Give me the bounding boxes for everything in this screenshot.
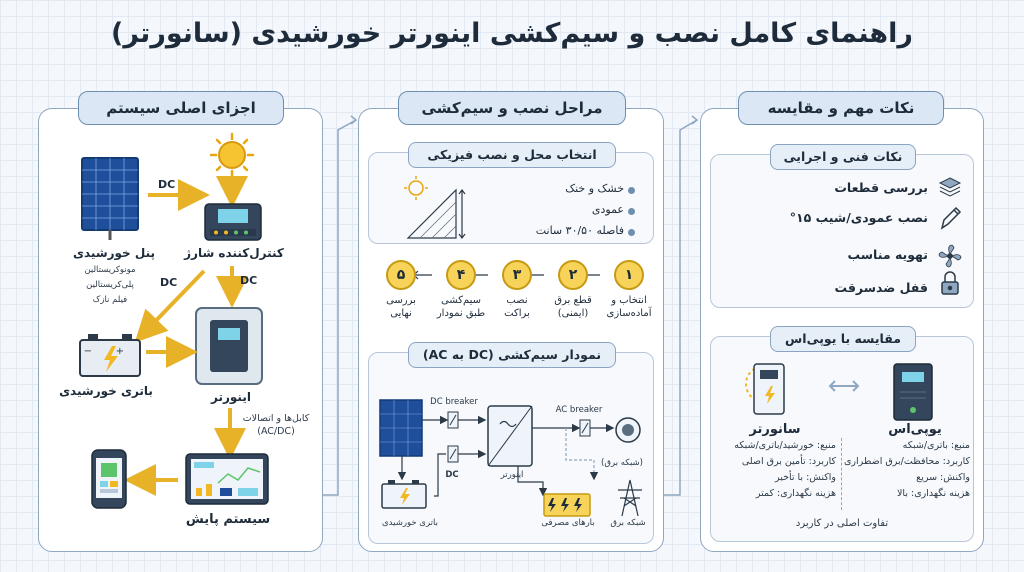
socket-icon — [615, 417, 641, 443]
wiring-heading: نمودار سیم‌کشی (DC به AC) — [408, 342, 616, 368]
components-diagram: − + — [79, 132, 269, 509]
step-3-badge: ۳ — [502, 260, 532, 290]
step-5-badge: ۵ — [386, 260, 416, 290]
ac-breaker-label: AC breaker — [555, 405, 603, 415]
step-4-badge: ۴ — [446, 260, 476, 290]
site-item-distance: فاصله ۳۰/۵۰ سانت — [535, 224, 624, 237]
page-title: راهنمای کامل نصب و سیم‌کشی اینورتر خورشی… — [111, 18, 913, 49]
compare-heading: مقایسه با یوپی‌اس — [770, 326, 916, 352]
battery-label: باتری خورشیدی — [59, 384, 153, 398]
dc-label-3: DC — [160, 276, 178, 289]
small-sun-icon — [404, 176, 428, 200]
step-4-label: سیم‌کشی طبق نمودار — [436, 295, 486, 319]
wiring-solar-panel-icon — [379, 399, 423, 457]
step-1-label: انتخاب و آماده‌سازی — [606, 295, 652, 319]
solar-panel-label: پنل خورشیدی — [72, 246, 155, 260]
panel-type-mono: مونوکریستالین — [84, 265, 136, 275]
lock-icon — [941, 271, 959, 295]
compare-icons — [745, 363, 933, 421]
svg-text:−: − — [84, 346, 92, 357]
wiring-battery-label: باتری خورشیدی — [382, 518, 438, 528]
tech-item-anti-theft: قفل ضدسرقت — [834, 280, 928, 295]
ups-icon — [893, 363, 933, 421]
site-item-vertical: عمودی — [591, 203, 624, 216]
sunverter-line: واکنش: با تأخیر — [774, 472, 836, 483]
site-item-dry: خشک و خنک — [565, 182, 624, 195]
tech-subpanel — [710, 154, 974, 308]
monitoring-icon — [185, 453, 269, 505]
step-3-label: نصب براکت — [504, 295, 530, 319]
step-1-badge: ۱ — [614, 260, 644, 290]
wiring-diagram — [379, 399, 642, 517]
sunverter-line: هزینه نگهداری: کمتر — [755, 488, 836, 499]
components-heading: اجزای اصلی سیستم — [78, 91, 284, 125]
tech-item-ventilation: تهویه مناسب — [847, 247, 928, 262]
panel-type-thin: فیلم نازک — [92, 295, 128, 305]
ups-line: کاربرد: محافظت/برق اضطراری — [843, 456, 970, 467]
loads-icon — [543, 493, 591, 517]
layers-icon — [938, 177, 962, 197]
inverter-icon — [195, 307, 263, 385]
wiring-dc-label: DC — [445, 470, 459, 480]
wiring-inverter-icon — [487, 405, 533, 467]
tech-heading: نکات فنی و اجرایی — [770, 144, 916, 170]
sunverter-name: سانورتر — [749, 422, 801, 437]
compare-footer: تفاوت اصلی در کاربرد — [795, 518, 889, 529]
fan-icon — [938, 244, 962, 268]
wiring-grid-short-label: (شبکه برق) — [601, 458, 643, 468]
tips-heading: نکات مهم و مقایسه — [738, 91, 944, 125]
inverter-label: اینورتر — [211, 390, 251, 404]
wall-mount-illustration — [404, 176, 466, 239]
monitoring-label: سیستم پایش — [185, 512, 271, 527]
site-bullet — [628, 229, 635, 236]
compare-divider — [841, 438, 842, 510]
dc-breaker-icon — [447, 411, 459, 463]
ac-breaker-icon — [579, 419, 591, 437]
power-pylon-icon — [618, 479, 642, 517]
tech-item-vertical-mount: نصب عمودی/شیب ۱۵° — [789, 210, 928, 225]
ups-line: هزینه نگهداری: بالا — [897, 488, 970, 499]
ups-line: واکنش: سریع — [916, 472, 970, 483]
ups-name: یوپی‌اس — [888, 422, 942, 437]
dc-label-2: DC — [240, 274, 258, 287]
installation-heading: مراحل نصب و سیم‌کشی — [398, 91, 626, 125]
sunverter-icon — [753, 363, 785, 415]
step-2-label: قطع برق (ایمنی) — [554, 295, 592, 319]
wiring-grid-label: شبکه برق — [610, 518, 646, 528]
battery-icon: − + — [79, 334, 141, 377]
charge-controller-icon — [204, 203, 262, 241]
svg-text:+: + — [116, 346, 124, 357]
sun-icon — [209, 132, 255, 178]
panel-type-poly: پلی‌کریستالین — [86, 280, 134, 290]
tech-item-check-parts: بررسی قطعات — [834, 180, 928, 195]
site-bullet — [628, 187, 635, 194]
solar-panel-icon — [81, 157, 139, 240]
site-heading: انتخاب محل و نصب فیزیکی — [408, 142, 616, 168]
step-5-label: بررسی نهایی — [386, 295, 416, 319]
cables-label: کابل‌ها و اتصالات (AC/DC) — [242, 413, 310, 437]
sunverter-line: منبع: خورشید/باتری/شبکه — [734, 440, 836, 451]
wiring-battery-icon — [381, 480, 427, 509]
site-bullet — [628, 208, 635, 215]
sunverter-line: کاربرد: تأمین برق اصلی — [741, 456, 836, 467]
dc-breaker-label: DC breaker — [430, 397, 478, 407]
pencil-icon — [940, 206, 962, 230]
ups-line: منبع: باتری/شبکه — [902, 440, 970, 451]
tech-icons — [938, 177, 962, 295]
compare-arrow-icon — [828, 380, 860, 392]
step-2-badge: ۲ — [558, 260, 588, 290]
phone-icon — [91, 449, 127, 509]
dc-label-1: DC — [158, 178, 176, 191]
wiring-loads-label: بارهای مصرفی — [541, 518, 595, 528]
wiring-inverter-label: اینورتر — [500, 470, 524, 480]
charge-controller-label: کنترل‌کننده شارژ — [184, 246, 284, 260]
